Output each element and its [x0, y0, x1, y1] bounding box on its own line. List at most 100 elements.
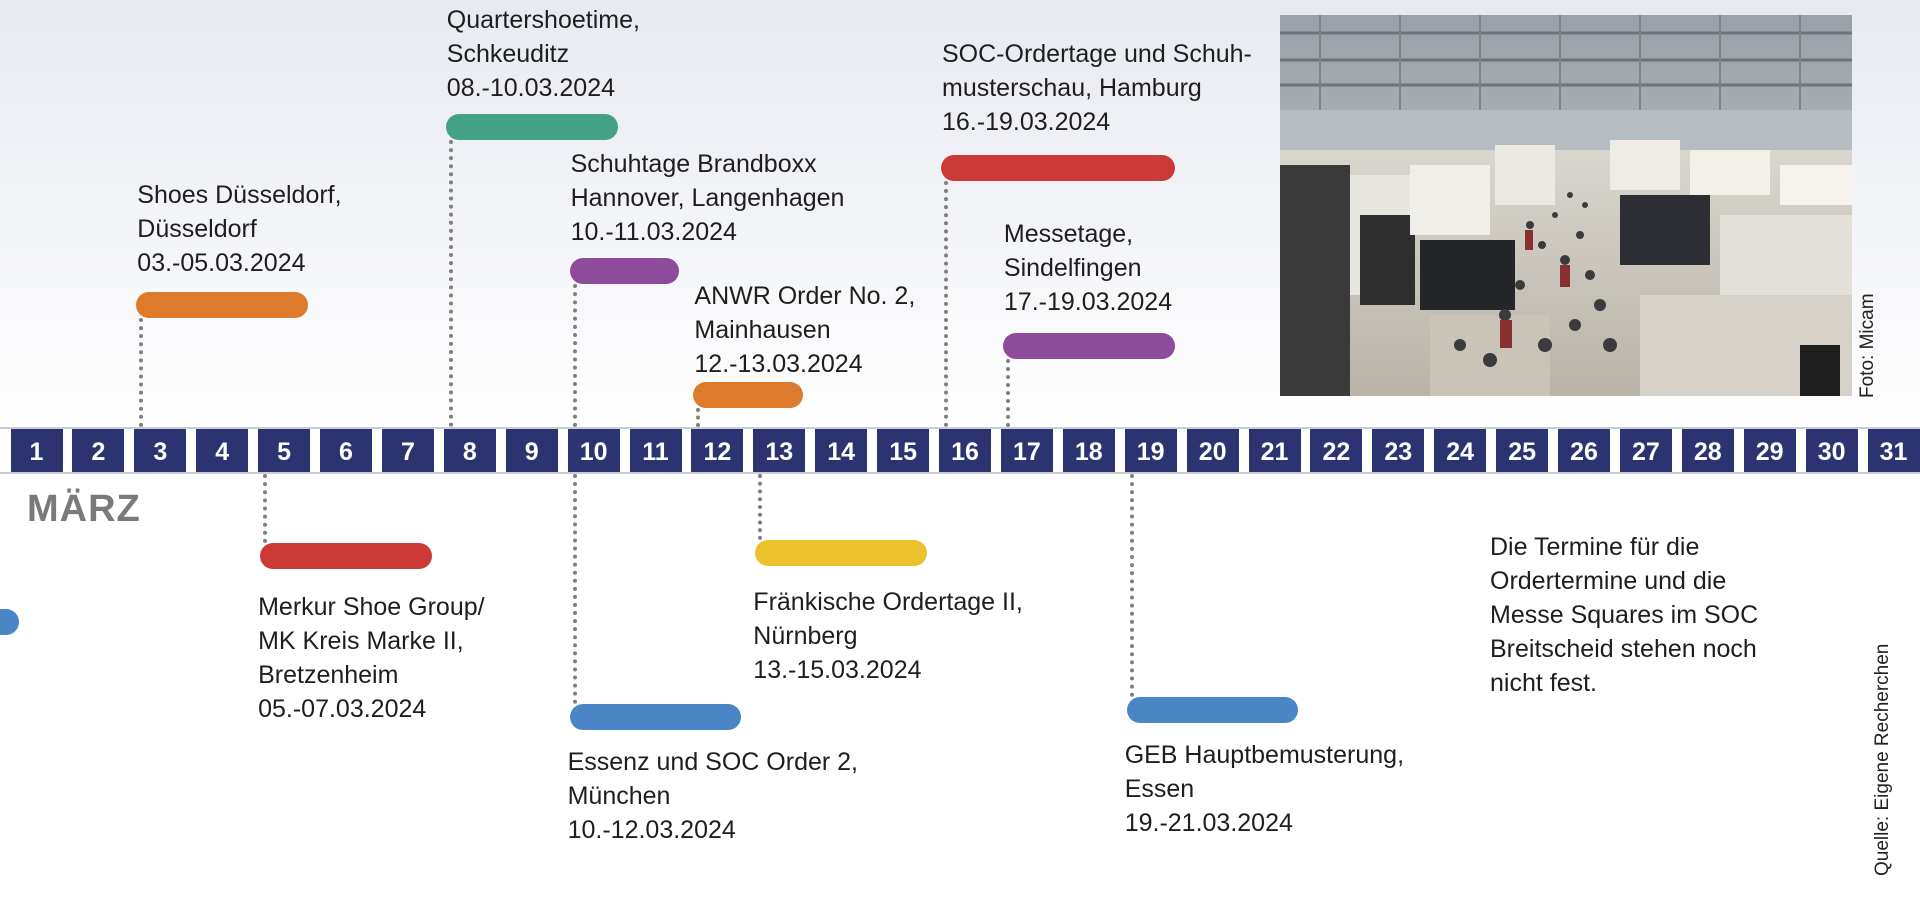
day-29: 29 [1743, 429, 1796, 472]
event-label-line: München [567, 782, 671, 810]
event-bar-partial [0, 609, 19, 635]
event-label-line: Düsseldorf [137, 215, 257, 243]
day-24: 24 [1434, 429, 1487, 472]
event-label-line: Essenz und SOC Order 2, [567, 748, 858, 776]
source-credit: Quelle: Eigene Recherchen [1872, 643, 1893, 876]
photo-credit: Foto: Micam [1857, 293, 1878, 398]
day-5: 5 [258, 429, 311, 472]
event-label-line: Bretzenheim [258, 661, 399, 689]
timeline-rule-top [0, 427, 1920, 429]
event-label-messetage: Messetage, Sindelfingen 17.-19.03.2024 [1004, 217, 1172, 319]
note-line: Ordertermine und die [1490, 567, 1727, 595]
event-label-shoes-duesseldorf: Shoes Düsseldorf, Düsseldorf 03.-05.03.202… [137, 178, 341, 280]
day-8: 8 [443, 429, 496, 472]
event-bar-quartershoetime [445, 114, 618, 140]
timeline-rule-bottom [0, 472, 1920, 474]
day-9: 9 [505, 429, 558, 472]
event-label-line: Schkeuditz [446, 40, 570, 68]
day-21: 21 [1248, 429, 1301, 472]
event-label-line: 12.-13.03.2024 [694, 350, 863, 378]
event-label-line: Mainhausen [694, 316, 831, 344]
event-connector-geb-hauptbemusterung [1129, 474, 1134, 697]
event-connector-shoes-duesseldorf [139, 318, 144, 427]
event-bar-anwr-order [693, 382, 804, 408]
event-label-line: 03.-05.03.2024 [137, 249, 306, 277]
day-26: 26 [1558, 429, 1610, 472]
event-label-line: 08.-10.03.2024 [446, 74, 615, 102]
event-bar-messetage [1002, 333, 1175, 359]
event-label-line: Sindelfingen [1003, 254, 1142, 282]
day-3: 3 [134, 429, 187, 472]
day-15: 15 [877, 429, 930, 472]
event-label-line: 10.-12.03.2024 [567, 816, 736, 844]
event-label-line: Essen [1124, 775, 1195, 803]
event-label-anwr-order: ANWR Order No. 2, Mainhausen 12.-13.03.202… [694, 279, 915, 381]
event-label-line: Messetage, [1003, 220, 1134, 248]
day-11: 11 [629, 429, 682, 472]
event-label-line: Merkur Shoe Group/ [258, 593, 485, 621]
event-label-line: 05.-07.03.2024 [258, 695, 427, 723]
day-23: 23 [1372, 429, 1425, 472]
month-label: MÄRZ [27, 488, 141, 530]
day-6: 6 [320, 429, 372, 472]
day-17: 17 [1000, 429, 1053, 472]
event-label-line: Nürnberg [753, 622, 858, 650]
event-bar-fraenkische-ordertage [755, 540, 928, 566]
day-18: 18 [1062, 429, 1115, 472]
day-14: 14 [815, 429, 868, 472]
event-label-line: 19.-21.03.2024 [1124, 809, 1293, 837]
day-22: 22 [1310, 429, 1363, 472]
event-label-line: Schuhtage Brandboxx [570, 150, 817, 178]
day-12: 12 [691, 429, 744, 472]
day-27: 27 [1619, 429, 1672, 472]
event-label-line: Quartershoetime, [446, 6, 640, 34]
event-label-quartershoetime: Quartershoetime, Schkeuditz 08.-10.03.2024 [447, 3, 640, 105]
trade-fair-photo [1280, 15, 1852, 396]
day-2: 2 [72, 429, 125, 472]
note-line: Messe Squares im SOC [1490, 601, 1759, 629]
event-bar-merkur-shoe-group [260, 543, 432, 569]
event-label-line: Fränkische Ordertage II, [753, 588, 1023, 616]
event-label-line: 17.-19.03.2024 [1003, 288, 1173, 316]
event-bar-soc-ordertage [941, 155, 1175, 181]
day-7: 7 [381, 429, 434, 472]
event-label-line: Shoes Düsseldorf, [137, 181, 342, 209]
event-connector-quartershoetime [448, 140, 453, 427]
event-bar-shoes-duesseldorf [136, 292, 309, 318]
event-connector-fraenkische-ordertage [758, 474, 763, 540]
event-label-merkur-shoe-group: Merkur Shoe Group/MK Kreis Marke II, Bret… [258, 590, 485, 726]
day-25: 25 [1496, 429, 1549, 472]
event-connector-schuhtage-brandboxx [572, 284, 577, 427]
event-connector-essenz-soc-order [572, 474, 577, 704]
day-31: 31 [1867, 429, 1920, 472]
event-label-essenz-soc-order: Essenz und SOC Order 2, München 10.-12.03.… [568, 745, 858, 847]
event-label-line: 13.-15.03.2024 [753, 656, 922, 684]
event-label-line: 10.-11.03.2024 [570, 218, 737, 246]
day-4: 4 [196, 429, 249, 472]
event-connector-messetage [1005, 359, 1010, 427]
event-label-soc-ordertage: SOC-Ordertage und Schuh-musterschau, Ham… [942, 37, 1252, 139]
day-16: 16 [939, 429, 991, 472]
event-label-line: 16.-19.03.2024 [942, 108, 1111, 136]
event-bar-schuhtage-brandboxx [569, 258, 680, 284]
event-label-line: musterschau, Hamburg [942, 74, 1202, 102]
event-label-line: ANWR Order No. 2, [694, 282, 916, 310]
note-line: nicht fest. [1490, 669, 1597, 697]
day-10: 10 [567, 429, 620, 472]
day-30: 30 [1805, 429, 1858, 472]
day-19: 19 [1124, 429, 1177, 472]
event-label-fraenkische-ordertage: Fränkische Ordertage II, Nürnberg 13.-15.0… [753, 585, 1023, 687]
event-connector-merkur-shoe-group [263, 474, 268, 543]
event-label-line: MK Kreis Marke II, [258, 627, 464, 655]
day-28: 28 [1681, 429, 1734, 472]
day-1: 1 [10, 429, 63, 472]
note-text: Die Termine für die Ordertermine und die… [1490, 530, 1790, 700]
event-label-line: SOC-Ordertage und Schuh- [942, 40, 1252, 68]
event-label-line: Hannover, Langenhagen [570, 184, 845, 212]
note-line: Breitscheid stehen noch [1490, 635, 1757, 663]
event-connector-soc-ordertage [944, 181, 948, 427]
event-bar-geb-hauptbemusterung [1126, 697, 1299, 723]
